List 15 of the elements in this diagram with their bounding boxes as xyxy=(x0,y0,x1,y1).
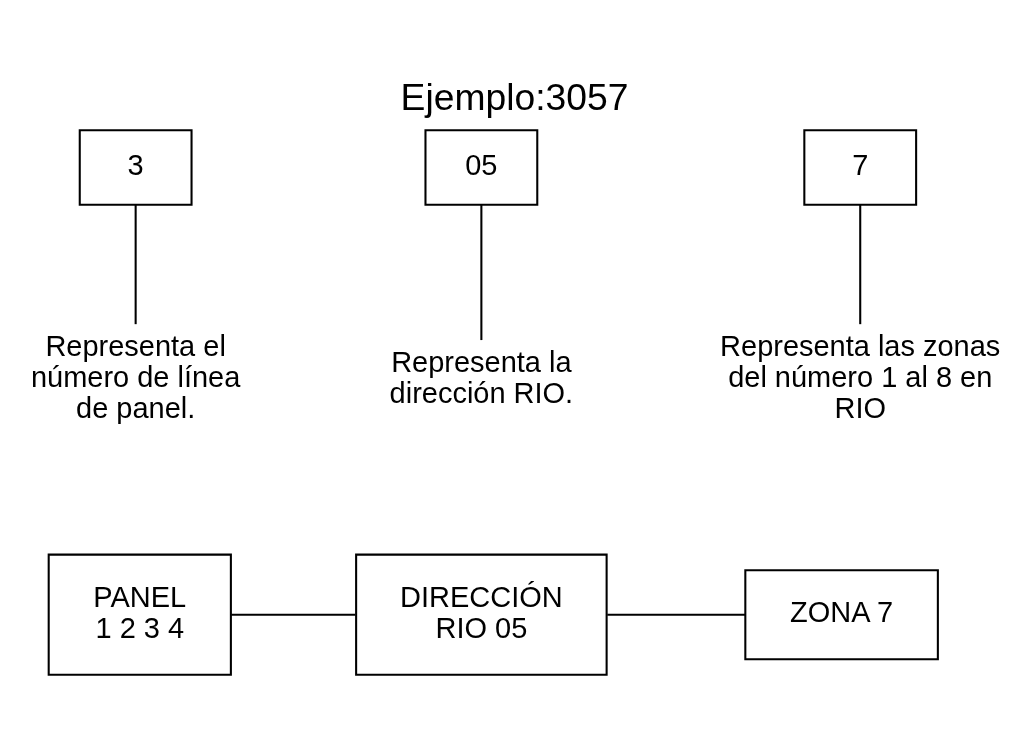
node-text: Representa la dirección RIO. xyxy=(389,345,574,409)
connector xyxy=(607,613,746,616)
node-text: Representa las zonas del número 1 al 8 en RIO xyxy=(720,330,1001,425)
connector xyxy=(134,204,137,325)
node-box: 3 xyxy=(78,129,193,206)
connector xyxy=(231,613,356,616)
diagram-title: Ejemplo:3057 xyxy=(400,76,629,119)
node-box: 05 xyxy=(424,129,539,206)
node-box: DIRECCIÓN RIO 05 xyxy=(355,553,608,676)
node-box: ZONA 7 xyxy=(744,569,939,661)
node-box: PANEL 1 2 3 4 xyxy=(47,553,232,676)
node-text: Representa el número de línea de panel. xyxy=(30,330,241,425)
connector xyxy=(859,204,862,325)
node-box: 7 xyxy=(803,129,918,206)
connector xyxy=(480,204,483,341)
